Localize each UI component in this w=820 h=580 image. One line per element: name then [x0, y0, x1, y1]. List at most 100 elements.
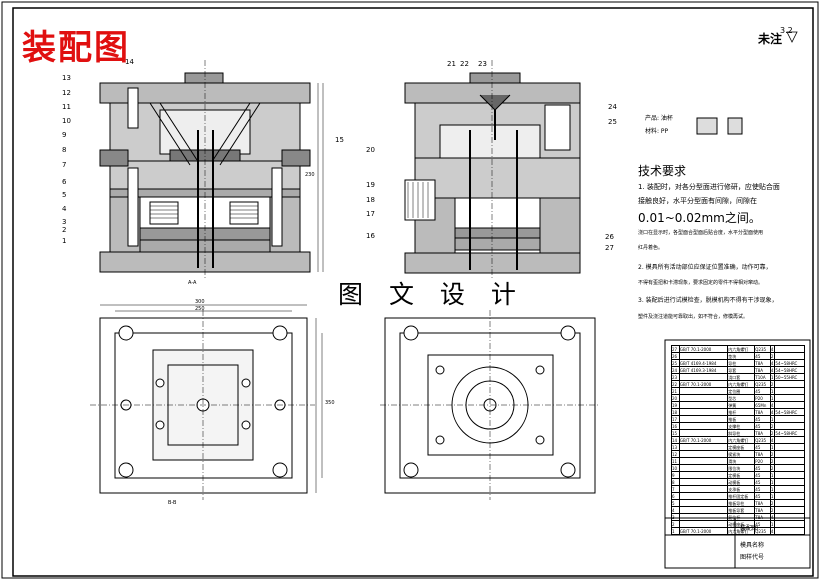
product-name: 产品: 油杯 [645, 115, 673, 122]
bom-cell: 21 [671, 387, 680, 395]
bom-cell: 内六角螺钉 [727, 527, 756, 535]
bom-cell: 8 [671, 478, 680, 486]
moving-half-plan-view [90, 304, 323, 500]
bom-cell: 11 [671, 457, 680, 465]
tech-heading: 技术要求 [638, 164, 687, 178]
bom-cell: 支承板 [727, 485, 756, 493]
item-number: 26 [605, 233, 614, 241]
fixed-half-plan-view [380, 310, 600, 500]
bom-cell [774, 471, 805, 479]
bom-cell: 13 [671, 443, 680, 451]
bom-cell: 10 [671, 464, 680, 472]
product-material: 材料: PP [645, 128, 669, 135]
tech-line: 塑件及浇注道能可靠取出，如不符合，修模再试。 [638, 314, 749, 320]
bom-cell: 推板导套 [727, 506, 756, 514]
bom-cell [774, 450, 805, 458]
title-block-code: 图样代号 [740, 554, 765, 561]
dimension-width-outer: 300 [195, 299, 205, 305]
bom-cell: T8A [754, 513, 771, 521]
bom-cell: 9 [671, 471, 680, 479]
bom-cell [678, 429, 729, 437]
bom-cell: T8A [754, 429, 771, 437]
bom-cell [678, 485, 729, 493]
item-number: 5 [62, 191, 67, 199]
dimension-height-outer: 350 [325, 400, 335, 406]
bom-cell: 推板导柱 [727, 499, 756, 507]
bom-cell [678, 352, 729, 360]
bom-cell: 垫块 [727, 352, 756, 360]
bom-cell: 楔紧块 [727, 450, 756, 458]
bom-cell: 动模板 [727, 478, 756, 486]
item-number: 6 [62, 178, 67, 186]
bom-cell: 54~58HRC [774, 359, 805, 367]
bom-cell: 24 [671, 366, 680, 374]
bom-cell: 54~58HRC [774, 408, 805, 416]
bom-cell [774, 415, 805, 423]
bom-cell: Q235 [754, 527, 771, 535]
bom-cell: 定模座板 [727, 443, 756, 451]
bom-cell: 内六角螺钉 [727, 345, 756, 353]
bom-cell: 45 [754, 492, 771, 500]
bom-cell: 限位块 [727, 464, 756, 472]
bom-cell: T8A [754, 366, 771, 374]
bom-cell: 16 [671, 422, 680, 430]
bom-cell: 27 [671, 345, 680, 353]
bom-cell [774, 506, 805, 514]
bom-cell [678, 401, 729, 409]
bom-cell [774, 352, 805, 360]
title-block-drawing: 装配图 [740, 525, 759, 532]
tech-line: 3. 装配后进行试模检查，脱模机构不得有干涉现象， [638, 297, 778, 304]
bom-cell: 45 [754, 464, 771, 472]
bom-cell [774, 443, 805, 451]
bom-cell: GB/T 4169.3-1984 [678, 366, 729, 374]
bom-cell: 45 [754, 352, 771, 360]
bom-cell [678, 387, 729, 395]
item-number: 1 [62, 237, 67, 245]
item-number: 24 [608, 103, 617, 111]
bom-cell: 12 [671, 450, 680, 458]
item-number: 7 [62, 161, 67, 169]
bom-cell: 14 [671, 436, 680, 444]
dimension-width-inner: 250 [195, 306, 205, 312]
bom-cell [678, 499, 729, 507]
item-number: 23 [478, 60, 487, 68]
tech-line: 0.01~0.02mm之间。 [638, 211, 761, 225]
bom-cell [678, 422, 729, 430]
bom-cell [678, 408, 729, 416]
bom-cell [678, 513, 729, 521]
bom-cell [774, 485, 805, 493]
tech-line: 2. 模具所有活动部位应保证位置准确，动作可靠， [638, 264, 772, 271]
bom-cell: 25 [671, 359, 680, 367]
bom-cell [774, 464, 805, 472]
bom-cell: 导柱 [727, 359, 756, 367]
bom-cell: 26 [671, 352, 680, 360]
bom-cell: 23 [671, 373, 680, 381]
bom-cell: T8A [754, 450, 771, 458]
bom-cell [774, 520, 805, 528]
bom-cell: 2 [671, 520, 680, 528]
bom-cell [774, 345, 805, 353]
bom-cell [774, 394, 805, 402]
bom-cell: 54~58HRC [774, 366, 805, 374]
bom-cell: 定位圈 [727, 387, 756, 395]
bom-cell: Q235 [754, 345, 771, 353]
bom-cell [774, 499, 805, 507]
item-number: 11 [62, 103, 71, 111]
bom-cell [774, 401, 805, 409]
bom-cell [678, 506, 729, 514]
item-number: 2 [62, 226, 67, 234]
bom-cell: 17 [671, 415, 680, 423]
bom-cell: P20 [754, 394, 771, 402]
item-number: 10 [62, 117, 71, 125]
item-number: 13 [62, 74, 71, 82]
